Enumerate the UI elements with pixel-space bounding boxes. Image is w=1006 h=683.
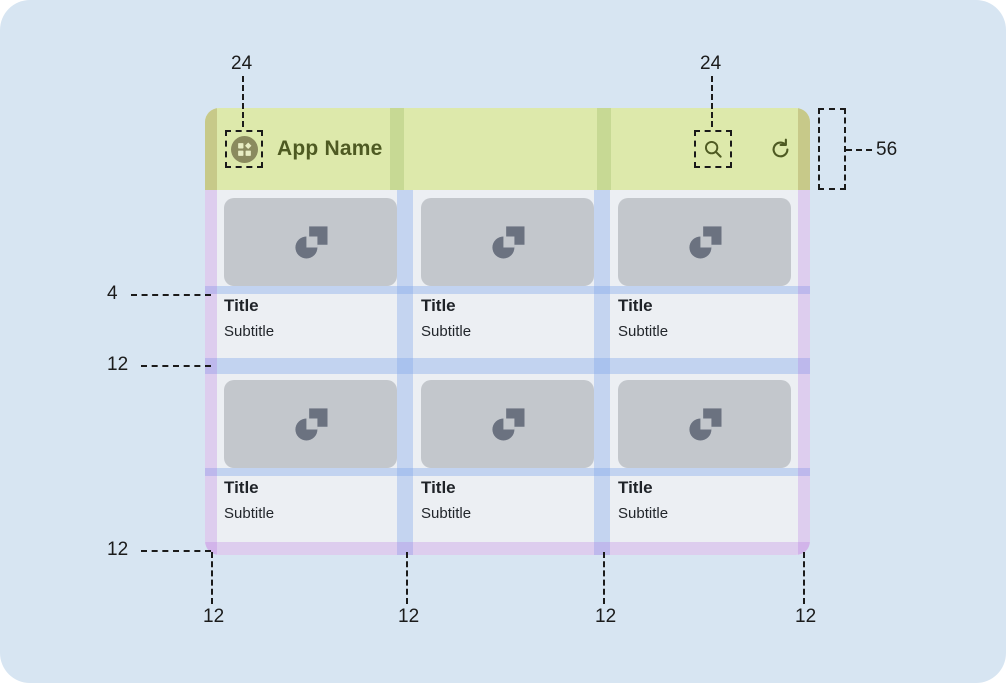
leader-icon-size-right — [711, 76, 713, 127]
card-thumbnail — [224, 380, 397, 468]
spacer-row-gap — [205, 358, 810, 374]
app-bar-actions — [694, 130, 794, 168]
leader-row-gap — [141, 365, 211, 367]
image-placeholder-icon — [688, 226, 721, 259]
grid-column-gap-2 — [594, 190, 610, 555]
card-item[interactable]: Title Subtitle — [224, 198, 397, 339]
spacer-thumb-to-title-row1 — [205, 286, 810, 294]
appbar-left-padding-overlay — [205, 108, 217, 190]
annotation-left-padding: 12 — [203, 606, 225, 627]
card-row-1: Title Subtitle Title Subtitle — [205, 198, 810, 339]
device-frame: App Name — [205, 108, 810, 555]
apps-grid-icon-button[interactable] — [225, 130, 263, 168]
annotation-row-gap: 12 — [107, 354, 129, 375]
card-item[interactable]: Title Subtitle — [618, 198, 791, 339]
card-item[interactable]: Title Subtitle — [421, 380, 594, 521]
annotation-thumb-title-gap: 4 — [107, 283, 118, 304]
leader-right-padding — [803, 552, 805, 604]
image-placeholder-icon — [294, 408, 327, 441]
annotation-right-padding: 12 — [795, 606, 817, 627]
card-thumbnail — [618, 380, 791, 468]
grid-column-gap-1 — [397, 190, 413, 555]
grid-left-padding — [205, 190, 217, 555]
leader-thumb-title-gap — [131, 294, 211, 296]
annotation-icon-size-right: 24 — [700, 53, 722, 74]
card-thumbnail — [421, 380, 594, 468]
card-thumbnail — [618, 198, 791, 286]
card-subtitle: Subtitle — [421, 323, 472, 340]
leader-column-gap-2 — [603, 552, 605, 604]
card-subtitle: Subtitle — [421, 505, 472, 522]
card-thumbnail — [421, 198, 594, 286]
apps-grid-icon — [230, 135, 258, 163]
card-title: Title — [421, 478, 456, 497]
image-placeholder-icon — [491, 226, 524, 259]
search-icon-button[interactable] — [694, 130, 732, 168]
refresh-icon — [769, 138, 792, 161]
search-icon — [702, 138, 724, 160]
spacer-thumb-to-title-row2 — [205, 468, 810, 476]
card-title: Title — [421, 296, 456, 315]
appbar-gutter-2 — [597, 108, 611, 190]
image-placeholder-icon — [688, 408, 721, 441]
bracket-appbar-height — [818, 108, 846, 190]
card-item[interactable]: Title Subtitle — [224, 380, 397, 521]
card-title: Title — [618, 296, 653, 315]
card-item[interactable]: Title Subtitle — [421, 198, 594, 339]
app-bar: App Name — [205, 108, 810, 190]
app-bar-title: App Name — [277, 137, 383, 160]
card-title: Title — [224, 296, 259, 315]
leader-icon-size-left — [242, 76, 244, 127]
card-subtitle: Subtitle — [224, 505, 275, 522]
annotation-icon-size-left: 24 — [231, 53, 253, 74]
grid-bottom-padding — [205, 542, 810, 555]
appbar-right-padding-overlay — [798, 108, 810, 190]
card-thumbnail — [224, 198, 397, 286]
card-subtitle: Subtitle — [224, 323, 275, 340]
leader-column-gap-1 — [406, 552, 408, 604]
appbar-gutter-1 — [390, 108, 404, 190]
annotation-column-gap-2: 12 — [595, 606, 617, 627]
image-placeholder-icon — [294, 226, 327, 259]
card-grid: Title Subtitle Title Subtitle — [205, 190, 810, 555]
leader-appbar-height — [846, 149, 872, 151]
image-placeholder-icon — [491, 408, 524, 441]
annotation-bottom-padding: 12 — [107, 539, 129, 560]
grid-right-padding — [798, 190, 810, 555]
card-subtitle: Subtitle — [618, 323, 669, 340]
annotation-column-gap-1: 12 — [398, 606, 420, 627]
leader-left-padding — [211, 552, 213, 604]
app-bar-leading[interactable] — [225, 130, 263, 168]
leader-bottom-padding — [141, 550, 211, 552]
card-title: Title — [224, 478, 259, 497]
refresh-icon-button[interactable] — [766, 135, 794, 163]
card-item[interactable]: Title Subtitle — [618, 380, 791, 521]
card-row-2: Title Subtitle Title Subtitle — [205, 380, 810, 521]
annotation-appbar-height: 56 — [876, 139, 898, 160]
card-subtitle: Subtitle — [618, 505, 669, 522]
card-title: Title — [618, 478, 653, 497]
